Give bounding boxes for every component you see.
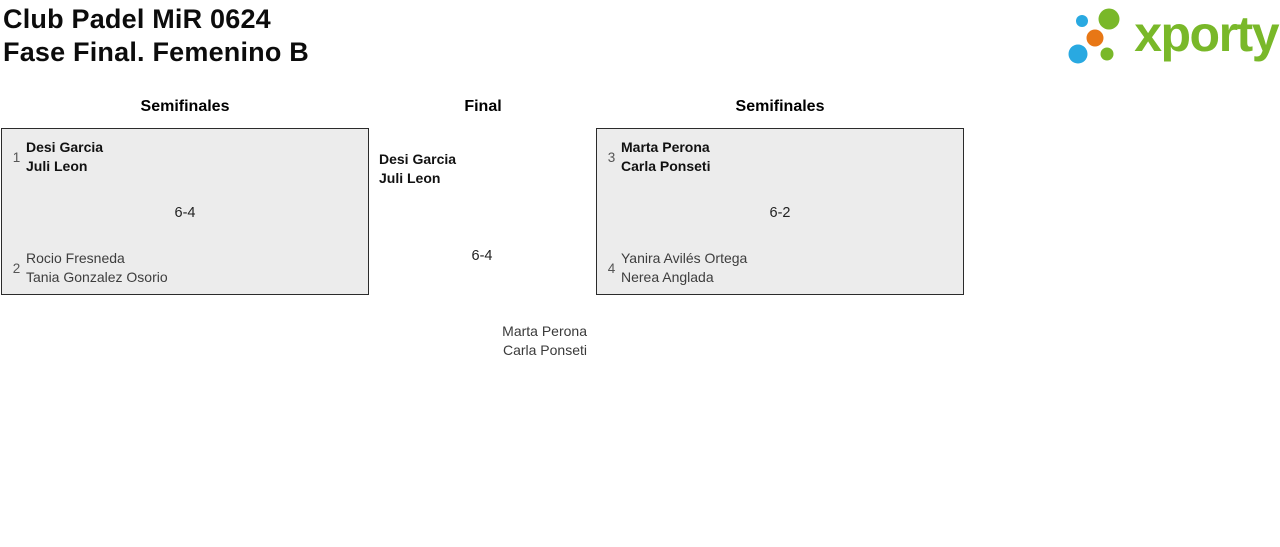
xporty-logo[interactable]: xporty (1066, 0, 1279, 72)
page-title-line1: Club Padel MiR 0624 (3, 4, 271, 34)
round-header-semifinales-left: Semifinales (140, 98, 230, 115)
team-row: 2 Rocio Fresneda Tania Gonzalez Osorio (9, 249, 360, 287)
player-name: Juli Leon (379, 170, 441, 186)
round-header-semifinales-right: Semifinales (735, 98, 825, 115)
xporty-wordmark: xporty (1134, 6, 1279, 62)
team-row: 3 Marta Perona Carla Ponseti (604, 138, 955, 176)
seed-number: 3 (607, 149, 616, 165)
match-score: 6-2 (769, 205, 791, 221)
final-team-loser: Marta Perona Carla Ponseti (502, 322, 587, 360)
page-title-line2: Fase Final. Femenino B (3, 37, 309, 67)
seed-number: 4 (607, 260, 616, 276)
xporty-logo-dots-icon (1068, 8, 1120, 64)
player-name: Marta Perona (502, 323, 587, 339)
player-name: Nerea Anglada (621, 269, 714, 285)
player-name: Juli Leon (26, 158, 88, 174)
seed-number: 1 (12, 149, 21, 165)
player-name: Yanira Avilés Ortega (621, 250, 748, 266)
match-box-semifinal-left: 1 Desi Garcia Juli Leon 6-4 2 Rocio Fres… (1, 128, 369, 295)
seed-number: 2 (12, 260, 21, 276)
player-name: Marta Perona (621, 139, 710, 155)
page-title: Club Padel MiR 0624 Fase Final. Femenino… (3, 3, 309, 69)
player-name: Carla Ponseti (502, 342, 587, 358)
team-players-winner: Desi Garcia Juli Leon (26, 138, 103, 176)
match-box-semifinal-right: 3 Marta Perona Carla Ponseti 6-2 4 Yanir… (596, 128, 964, 295)
team-players-winner: Marta Perona Carla Ponseti (621, 138, 710, 176)
team-players-loser: Rocio Fresneda Tania Gonzalez Osorio (26, 249, 168, 287)
team-row: 4 Yanira Avilés Ortega Nerea Anglada (604, 249, 955, 287)
match-score: 6-4 (174, 205, 196, 221)
team-players-loser: Yanira Avilés Ortega Nerea Anglada (621, 249, 747, 287)
team-row: 1 Desi Garcia Juli Leon (9, 138, 360, 176)
player-name: Desi Garcia (379, 151, 457, 167)
player-name: Carla Ponseti (621, 158, 711, 174)
player-name: Desi Garcia (26, 139, 104, 155)
player-name: Tania Gonzalez Osorio (26, 269, 168, 285)
round-header-final: Final (464, 98, 502, 115)
final-team-winner: Desi Garcia Juli Leon (379, 150, 456, 188)
player-name: Rocio Fresneda (26, 250, 125, 266)
final-score: 6-4 (471, 248, 493, 264)
